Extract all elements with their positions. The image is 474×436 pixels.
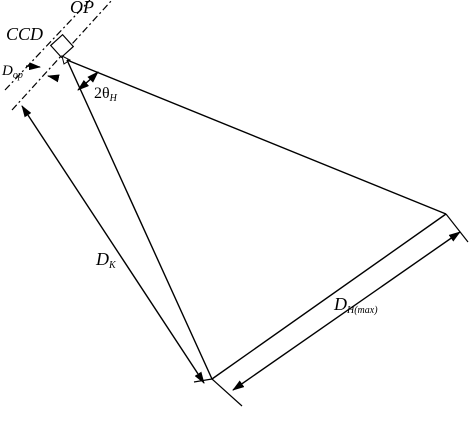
dk-label-sub: K — [108, 260, 117, 271]
ccd-box — [49, 33, 75, 59]
dop-arrow-right — [47, 74, 60, 83]
ray-to-right — [66, 59, 447, 215]
op-label: OP — [70, 0, 94, 17]
dk-label: DK — [95, 249, 117, 271]
dop-arrow-left — [25, 62, 41, 71]
dh-label-main: D — [333, 294, 347, 314]
op-line — [11, 0, 113, 111]
dop-label-main: D — [1, 63, 13, 79]
ray-to-bottom — [66, 59, 213, 380]
far-baseline — [211, 213, 447, 380]
angle-label-main: 2θ — [94, 85, 110, 102]
dk-dimension-arrow — [21, 105, 205, 384]
ccd-plane-line — [4, 0, 91, 91]
dop-label-sub: op — [13, 70, 23, 81]
angle-label: 2θH — [94, 85, 118, 104]
ccd-label: CCD — [6, 24, 43, 44]
lens-marker — [61, 55, 71, 65]
dop-label: Dop — [1, 63, 23, 81]
dh-label-sub: H(max) — [346, 305, 378, 316]
angle-label-sub: H — [109, 93, 118, 104]
dh-dimension-arrow — [232, 231, 461, 391]
dk-extension-tick — [193, 378, 213, 383]
dh-label: DH(max) — [333, 294, 378, 316]
dk-label-main: D — [95, 249, 109, 269]
dh-extension-bottom — [211, 378, 243, 407]
dh-extension-top — [445, 213, 469, 243]
angle-arc — [77, 71, 99, 91]
